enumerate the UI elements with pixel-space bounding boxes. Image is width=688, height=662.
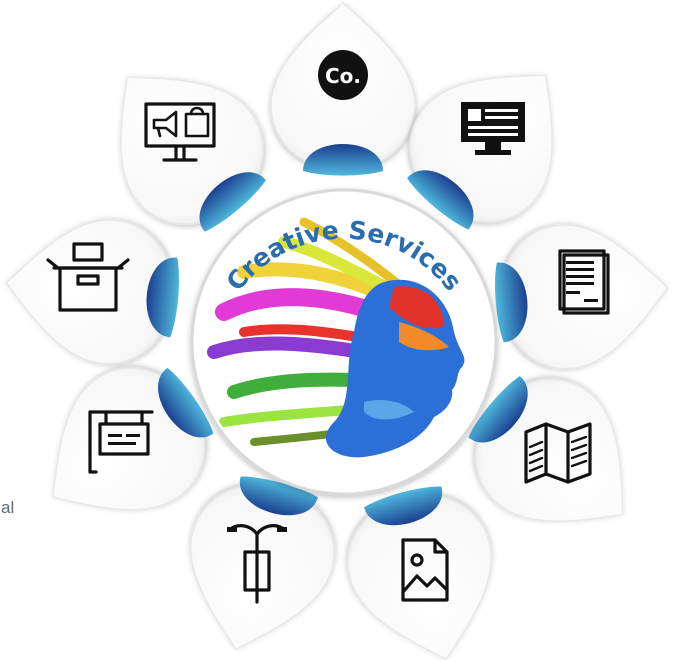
hanging-sign-icon (88, 410, 154, 474)
center-hub: Creative Services (190, 188, 498, 496)
digital-ad-display-icon (144, 102, 216, 162)
paint-splash-face-illustration (207, 217, 465, 458)
petal-image-file (347, 486, 493, 661)
petal-accent-cap (364, 486, 443, 526)
image-file-icon (401, 538, 449, 602)
stray-text-fragment: al (1, 498, 15, 517)
petal-letterhead-document (495, 224, 669, 370)
petal-accent-cap (407, 170, 474, 230)
petal-company-logo: Co. (270, 1, 416, 176)
petal-accent-cap (303, 144, 383, 176)
petal-folded-brochure-map (468, 376, 624, 523)
petal-hanging-sign (52, 367, 214, 511)
company-logo-text: Co. (325, 64, 361, 88)
package-box-icon (46, 242, 130, 312)
petal-package-box (5, 219, 179, 365)
petal-accent-cap (158, 367, 214, 438)
petal-ring: Co. (5, 1, 669, 661)
street-banner-icon (227, 524, 287, 604)
petal-desktop-monitor (407, 74, 554, 230)
desktop-monitor-icon (461, 102, 525, 155)
folded-brochure-map-icon (524, 422, 592, 484)
company-logo-icon: Co. (318, 50, 368, 100)
petal-accent-cap (146, 257, 179, 338)
petal-accent-cap (199, 172, 266, 232)
petal-street-banner (189, 476, 335, 651)
petal-digital-ad-display (119, 76, 266, 232)
petal-accent-cap (495, 262, 528, 343)
petal-accent-cap (468, 376, 528, 443)
letterhead-document-icon (558, 249, 610, 315)
petal-accent-cap (239, 476, 318, 516)
